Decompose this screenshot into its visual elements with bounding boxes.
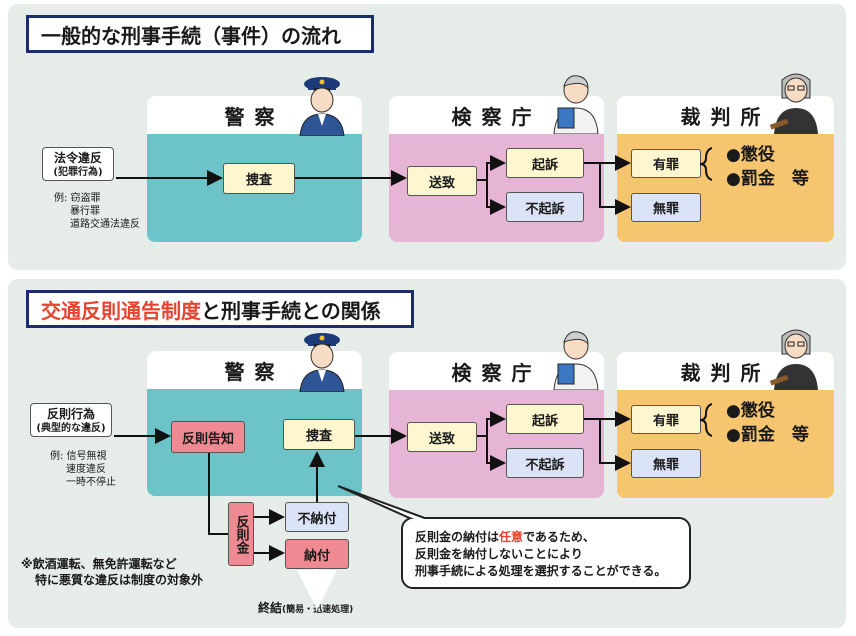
indict-box-2: 起訴	[506, 404, 584, 434]
indict-box-1: 起訴	[506, 148, 584, 178]
penalty-1: ●懲役 ●罰金 等	[726, 145, 809, 189]
examples-1: 例: 窃盗罪 暴行罪 道路交通法違反	[54, 193, 140, 230]
section2-title: 交通反則通告制度と刑事手続との関係	[26, 290, 414, 328]
not-guilty-box-1: 無罪	[631, 193, 701, 222]
penalty-2: ●懲役 ●罰金 等	[726, 401, 809, 445]
no-indict-box-1: 不起訴	[506, 192, 584, 222]
section1-title: 一般的な刑事手続（事件）の流れ	[26, 15, 374, 53]
unpaid-box: 不納付	[285, 502, 349, 532]
end-label: 終結(簡易・迅速処理)	[258, 601, 354, 615]
source-box-2: 反則行為 (典型的な違反)	[30, 403, 112, 437]
referral-box-2: 送致	[407, 422, 477, 452]
investigation-box-1: 捜査	[223, 163, 295, 194]
judge-icon	[769, 73, 818, 134]
referral-box-1: 送致	[407, 166, 477, 196]
police-officer-icon	[299, 333, 345, 392]
not-guilty-box-2: 無罪	[631, 449, 701, 478]
fine-label-box: 反則金	[228, 502, 254, 566]
prosecutor-icon	[553, 331, 599, 390]
paid-box: 納付	[285, 539, 349, 569]
no-indict-box-2: 不起訴	[506, 448, 584, 478]
callout-bubble: 反則金の納付は任意であるため、 反則金を納付しないことにより 刑事手続による処理…	[401, 517, 691, 589]
prosecutor-header-2: 検察庁	[389, 352, 604, 390]
notice-box: 反則告知	[171, 421, 245, 453]
examples-2: 例: 信号無視 速度違反 一時不停止	[50, 451, 116, 488]
source-box-1: 法令違反 (犯罪行為)	[42, 147, 114, 181]
exclusion-note: ※飲酒運転、無免許運転など 特に悪質な違反は制度の対象外	[21, 557, 204, 587]
prosecutor-icon	[553, 75, 599, 134]
police-officer-icon	[299, 77, 345, 136]
investigation-box-2: 捜査	[283, 419, 355, 450]
judge-icon	[769, 329, 818, 390]
